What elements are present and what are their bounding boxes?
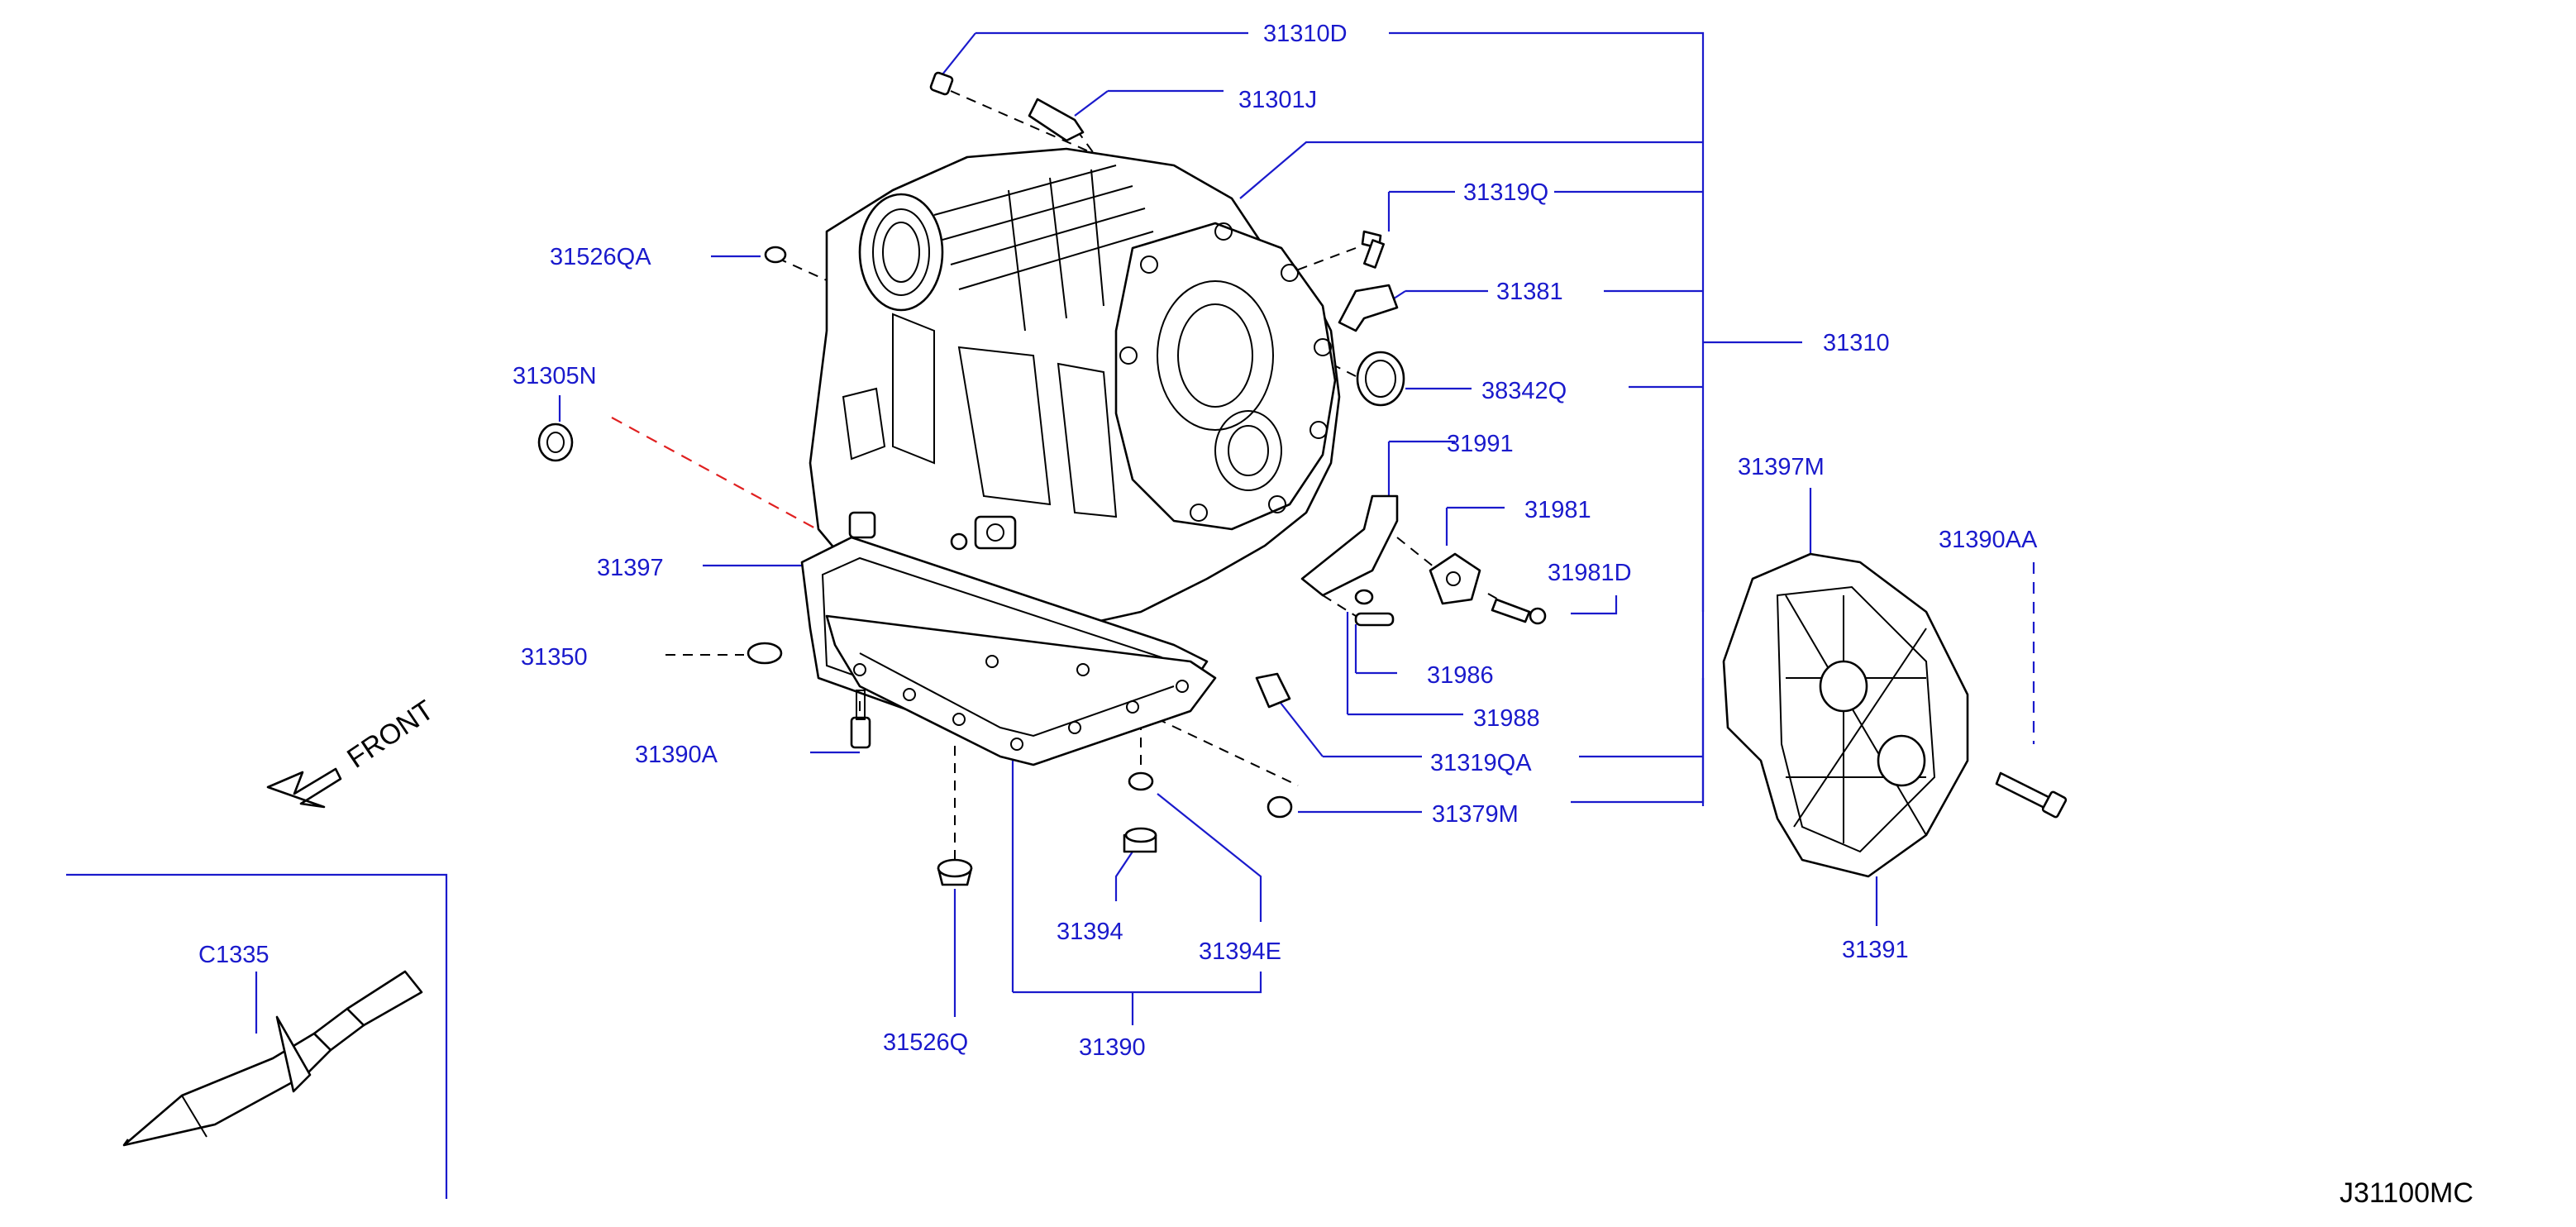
part-label-31301j[interactable]: 31301J xyxy=(1238,87,1317,113)
leader-lines xyxy=(66,31,2035,1199)
part-labels: 31310D 31301J 31319Q 31526QA 31381 31310… xyxy=(198,21,2038,1061)
converter-housing-cover xyxy=(1722,552,2068,878)
part-label-31310[interactable]: 31310 xyxy=(1823,330,1890,356)
part-label-31981d[interactable]: 31981D xyxy=(1548,560,1632,586)
part-label-31390aa[interactable]: 31390AA xyxy=(1939,527,2038,553)
front-direction: FRONT xyxy=(266,695,440,809)
pan-bolts xyxy=(853,655,1189,751)
front-label: FRONT xyxy=(341,695,439,775)
part-label-31390[interactable]: 31390 xyxy=(1079,1034,1146,1061)
part-label-31390a[interactable]: 31390A xyxy=(635,742,718,768)
part-label-31310d[interactable]: 31310D xyxy=(1263,21,1348,47)
part-label-31991[interactable]: 31991 xyxy=(1447,431,1514,457)
sealant-tube xyxy=(122,970,423,1147)
part-label-31526q[interactable]: 31526Q xyxy=(883,1029,968,1056)
part-label-31305n[interactable]: 31305N xyxy=(513,363,597,389)
part-label-31381[interactable]: 31381 xyxy=(1496,279,1563,305)
part-label-31379m[interactable]: 31379M xyxy=(1432,801,1519,828)
part-label-31397m[interactable]: 31397M xyxy=(1738,454,1825,480)
front-arrow-icon xyxy=(266,767,342,809)
part-label-31986[interactable]: 31986 xyxy=(1427,662,1494,689)
part-label-31391[interactable]: 31391 xyxy=(1842,937,1909,963)
part-label-31394[interactable]: 31394 xyxy=(1057,919,1123,945)
part-label-31394e[interactable]: 31394E xyxy=(1199,938,1281,965)
part-label-31319qa[interactable]: 31319QA xyxy=(1430,750,1532,776)
part-label-31981[interactable]: 31981 xyxy=(1524,497,1591,523)
part-label-38342q[interactable]: 38342Q xyxy=(1481,378,1567,404)
part-label-31350[interactable]: 31350 xyxy=(521,644,588,671)
small-parts xyxy=(537,71,1547,886)
part-label-31988[interactable]: 31988 xyxy=(1473,705,1540,732)
diagram-reference-code: J31100MC xyxy=(2340,1177,2473,1209)
part-label-31319q[interactable]: 31319Q xyxy=(1463,179,1548,206)
part-label-c1335[interactable]: C1335 xyxy=(198,942,269,968)
part-label-31397[interactable]: 31397 xyxy=(597,555,664,581)
part-label-31526qa[interactable]: 31526QA xyxy=(550,244,651,270)
transmission-case xyxy=(800,147,1341,766)
